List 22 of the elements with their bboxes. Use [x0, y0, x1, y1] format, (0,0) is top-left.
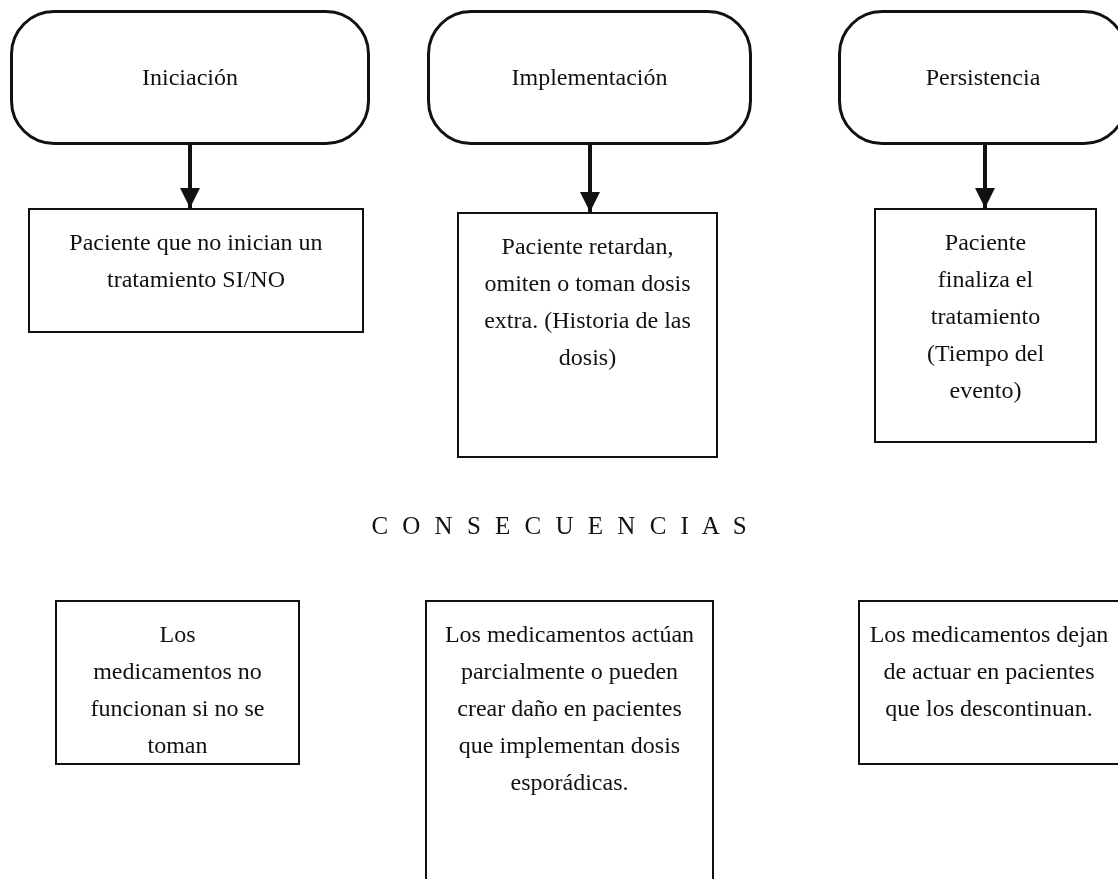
rounded-box: [427, 10, 752, 145]
node-text: Implementación: [511, 63, 668, 92]
process-box: [28, 208, 364, 333]
rounded-box: [838, 10, 1118, 145]
node-text: Persistencia: [925, 63, 1041, 92]
section-heading: C O N S E C U E N C I A S: [370, 512, 748, 540]
process-box: [425, 600, 714, 879]
arrow: [975, 145, 995, 208]
rounded-box: [10, 10, 370, 145]
node-text: Paciente finaliza el tratamiento (Tiempo del evento): [925, 228, 1046, 405]
arrow: [580, 145, 600, 212]
node-text: Los medicamentos dejan de actuar en pacientes que los descontinuan.: [868, 620, 1110, 723]
node-text: Paciente que no inician un tratamiento SI/NO: [68, 228, 324, 294]
node-text: Los medicamentos actúan parcialmente o pueden crear daño en pacientes que implementan dosis esporádicas.: [443, 620, 696, 797]
process-box: [874, 208, 1097, 443]
node-text: Iniciación: [142, 63, 238, 92]
process-box: [457, 212, 718, 458]
arrow: [180, 145, 200, 208]
node-text: Los medicamentos no funcionan si no se toman: [89, 620, 266, 760]
process-box: [858, 600, 1118, 765]
node-text: Paciente retardan, omiten o toman dosis extra. (Historia de las dosis): [483, 232, 692, 372]
process-box: [55, 600, 300, 765]
